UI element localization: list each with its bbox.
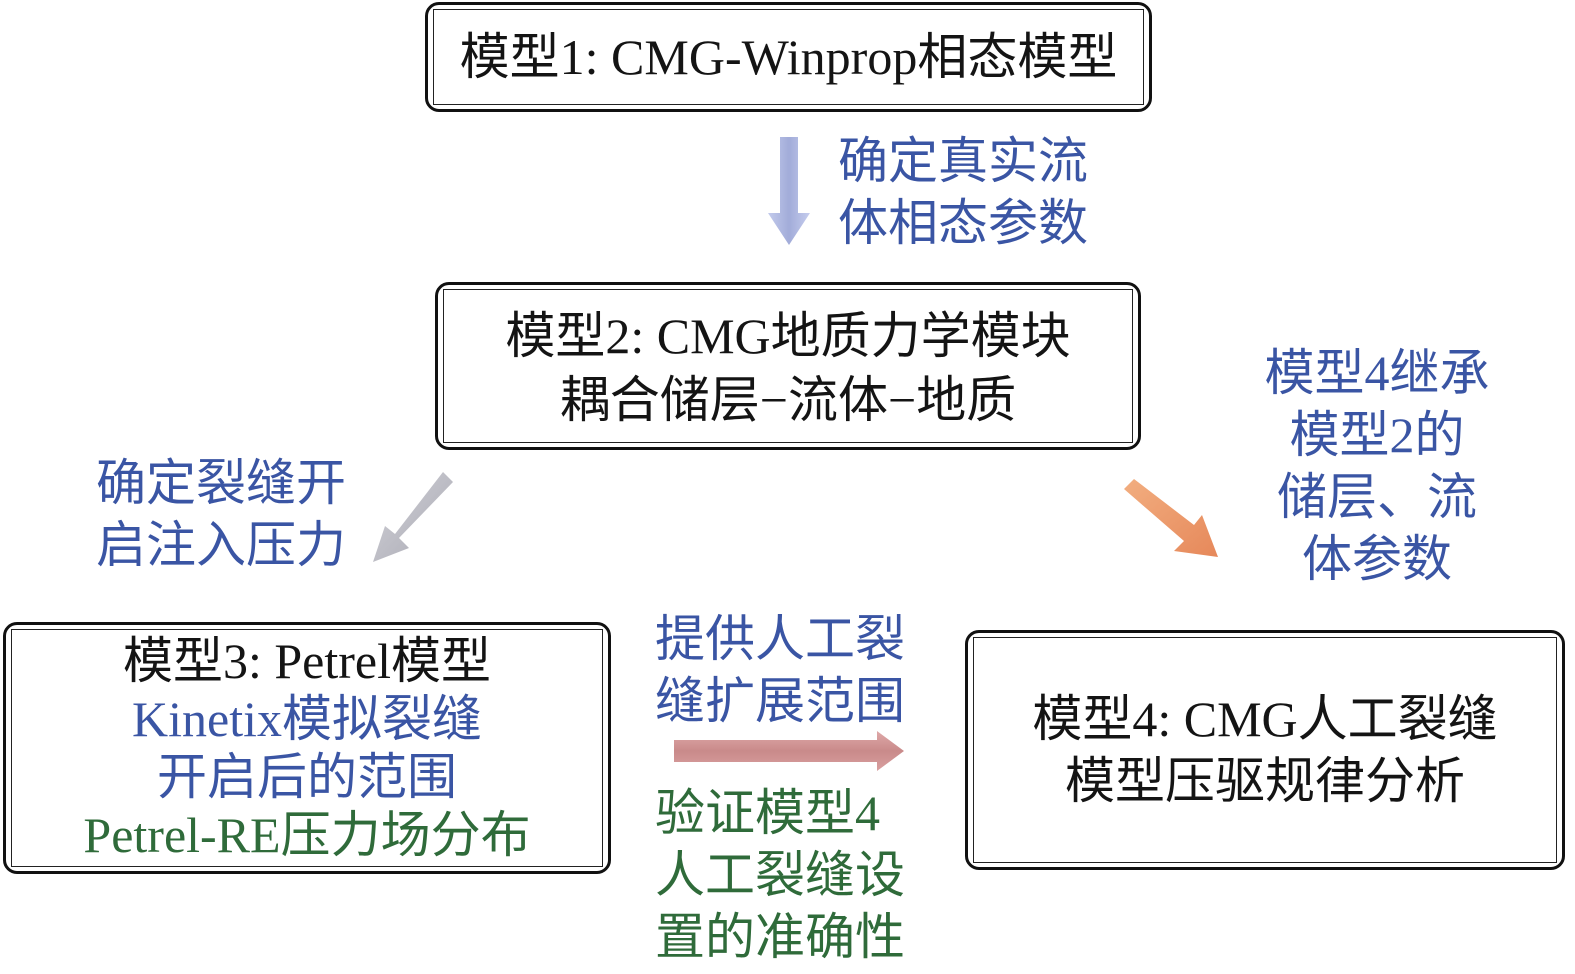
- edge-label-line: 确定真实流: [838, 133, 1088, 189]
- model4-subtitle: 模型压驱规律分析: [1065, 753, 1465, 809]
- edge-label-verify-accuracy: 验证模型4 人工裂缝设 置的准确性: [655, 782, 905, 968]
- model1-box: 模型1: CMG-Winprop相态模型: [425, 2, 1152, 112]
- edge-label-line: 验证模型4: [655, 785, 880, 841]
- model2-box: 模型2: CMG地质力学模块 耦合储层−流体−地质: [435, 282, 1141, 450]
- edge-label-line: 启注入压力: [96, 517, 346, 573]
- arrow-model2-to-model3: [373, 472, 453, 562]
- model4-box: 模型4: CMG人工裂缝 模型压驱规律分析: [965, 630, 1565, 870]
- model2-title: 模型2: CMG地质力学模块: [505, 308, 1071, 364]
- edge-label-line: 体参数: [1302, 531, 1452, 587]
- arrow-right-model3-to-model4: [674, 731, 904, 771]
- model3-line-range: 开启后的范围: [157, 749, 457, 805]
- edge-label-line: 缝扩展范围: [655, 673, 905, 729]
- edge-label-phase-params: 确定真实流 体相态参数: [838, 130, 1088, 254]
- edge-label-fracture-range: 提供人工裂 缝扩展范围: [655, 608, 905, 732]
- edge-label-inherit-params: 模型4继承 模型2的 储层、流 体参数: [1252, 342, 1502, 590]
- model1-title: 模型1: CMG-Winprop相态模型: [459, 29, 1118, 85]
- model3-title: 模型3: Petrel模型: [122, 633, 492, 689]
- arrow-model2-to-model4: [1124, 479, 1218, 557]
- edge-label-line: 提供人工裂: [655, 611, 905, 667]
- edge-label-line: 体相态参数: [838, 195, 1088, 251]
- arrow-down-model1-to-model2: [768, 137, 810, 245]
- edge-label-line: 确定裂缝开: [96, 455, 346, 511]
- edge-label-line: 储层、流: [1277, 469, 1477, 525]
- model2-subtitle: 耦合储层−流体−地质: [559, 372, 1017, 428]
- model4-title: 模型4: CMG人工裂缝: [1032, 691, 1498, 747]
- edge-label-line: 模型2的: [1289, 407, 1465, 463]
- edge-label-line: 模型4继承: [1264, 345, 1490, 401]
- edge-label-line: 人工裂缝设: [655, 847, 905, 903]
- edge-label-line: 置的准确性: [655, 909, 905, 965]
- edge-label-fracture-pressure: 确定裂缝开 启注入压力: [96, 452, 346, 576]
- model3-box: 模型3: Petrel模型 Kinetix模拟裂缝 开启后的范围 Petrel-…: [3, 622, 611, 874]
- model3-line-kinetix: Kinetix模拟裂缝: [132, 691, 482, 747]
- model3-line-pressure: Petrel-RE压力场分布: [83, 807, 531, 863]
